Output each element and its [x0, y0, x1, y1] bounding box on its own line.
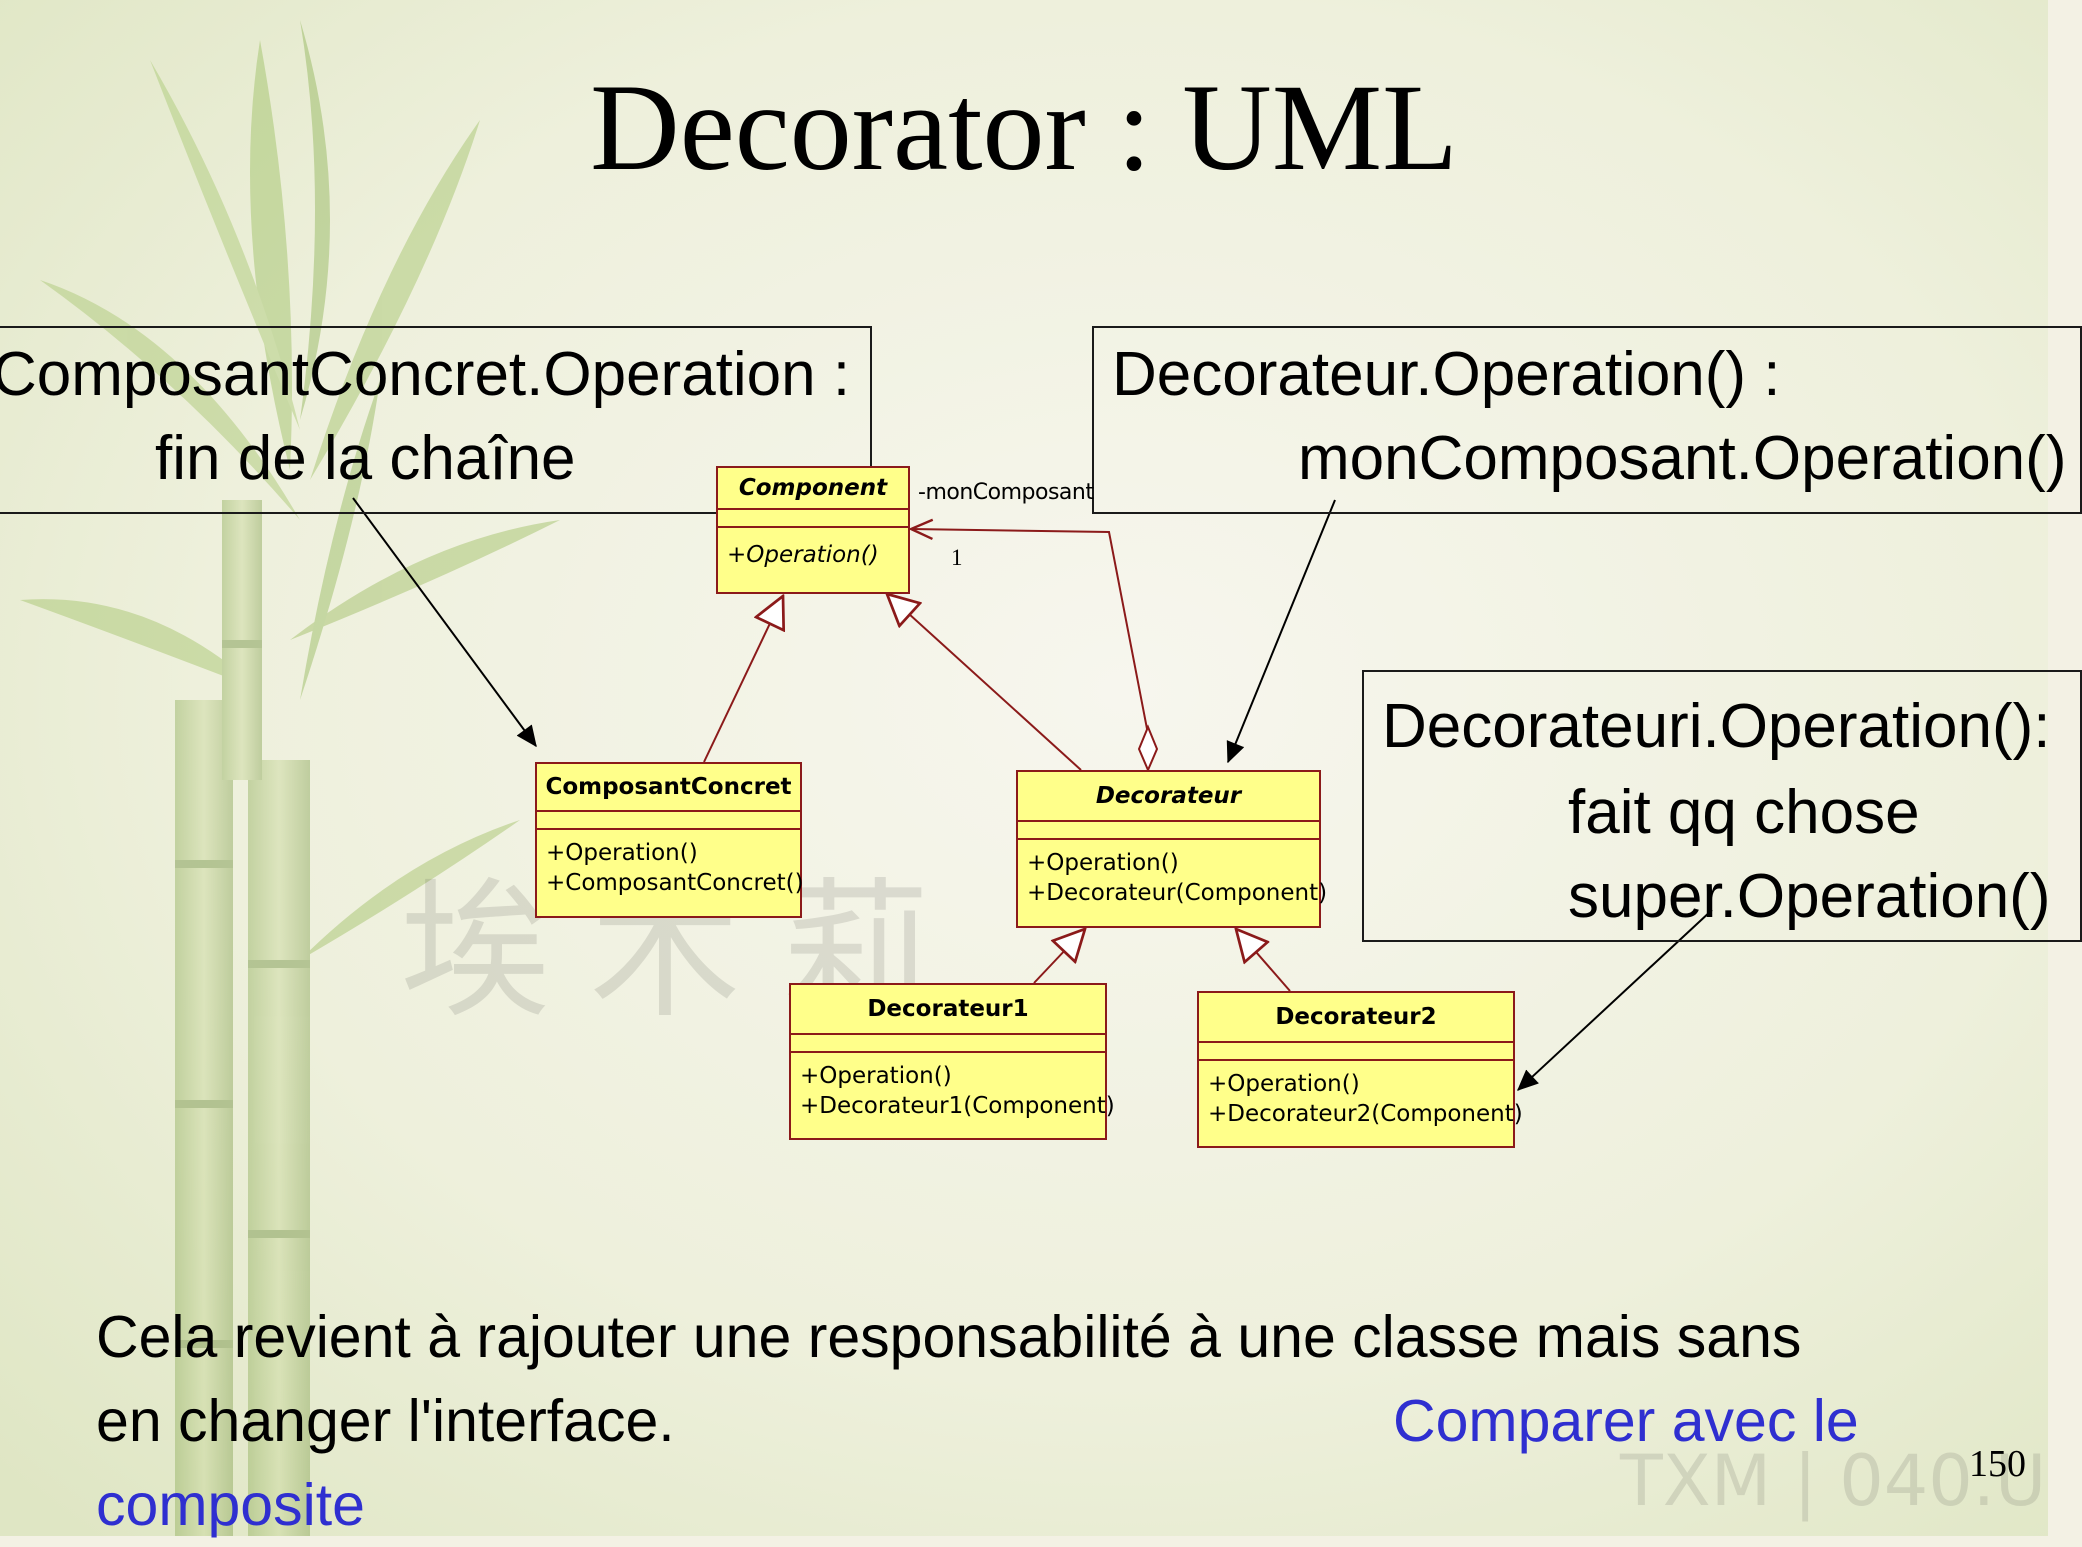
- class-composantconcret-name: ComposantConcret: [537, 764, 800, 812]
- class-decorateur2-name: Decorateur2: [1199, 993, 1513, 1043]
- class-decorateur2: Decorateur2 +Operation() +Decorateur2(Co…: [1197, 991, 1523, 1148]
- callout-right-mid-line2: fait qq chose: [1568, 778, 1920, 847]
- class-composantconcret: ComposantConcret +Operation() +Composant…: [535, 762, 804, 918]
- association-multiplicity-label: 1: [951, 545, 963, 570]
- class-decorateur-name: Decorateur: [1018, 772, 1319, 822]
- callout-right-top-line1: Decorateur.Operation() :: [1112, 340, 1781, 409]
- callout-right-mid-line1: Decorateuri.Operation():: [1382, 692, 2051, 761]
- class-decorateur2-attributes: [1199, 1043, 1513, 1061]
- class-decorateur1-attributes: [791, 1035, 1105, 1053]
- note-arrow-right-top: [1228, 499, 1336, 762]
- callout-decorateuri-note: Decorateuri.Operation(): fait qq chose s…: [1362, 670, 2082, 942]
- association-role-label: -monComposant: [918, 480, 1094, 505]
- class-decorateur2-op1: +Operation(): [1208, 1071, 1360, 1097]
- class-decorateur1-op1: +Operation(): [800, 1063, 952, 1089]
- class-composantconcret-op2: +ComposantConcret(): [546, 870, 804, 896]
- class-component: Component +Operation(): [716, 466, 910, 594]
- class-decorateur2-op2: +Decorateur2(Component): [1208, 1101, 1523, 1127]
- compare-composite-link-part2[interactable]: composite: [96, 1472, 365, 1538]
- callout-left-line2: fin de la chaîne: [155, 424, 576, 493]
- callout-decorateur-note: Decorateur.Operation() : monComposant.Op…: [1092, 326, 2082, 514]
- class-decorateur-attributes: [1018, 822, 1319, 840]
- class-decorateur-op1: +Operation(): [1027, 850, 1179, 876]
- inheritance-decorateur-component: [887, 594, 1082, 771]
- class-component-attributes: [718, 510, 908, 528]
- aggregation-diamond: [1137, 724, 1159, 773]
- bottom-line1: Cela revient à rajouter une responsabili…: [96, 1304, 1802, 1370]
- class-composantconcret-operations: +Operation() +ComposantConcret(): [537, 830, 804, 898]
- callout-right-top-line2: monComposant.Operation(): [1298, 424, 2067, 493]
- bottom-line2: en changer l'interface.: [96, 1388, 675, 1454]
- class-composantconcret-attributes: [537, 812, 800, 830]
- bottom-line2-row: en changer l'interface. Comparer avec le: [96, 1379, 1976, 1463]
- class-decorateur1-op2: +Decorateur1(Component): [800, 1093, 1115, 1119]
- callout-composantconcret-note: ComposantConcret.Operation : fin de la c…: [0, 326, 872, 514]
- page-number: 150: [1969, 1443, 2026, 1485]
- note-arrow-left: [352, 497, 537, 746]
- watermark-code: TXM | 040.U: [1620, 1440, 2047, 1522]
- background-bamboo-image: [0, 0, 2048, 1536]
- class-decorateur: Decorateur +Operation() +Decorateur(Comp…: [1016, 770, 1328, 928]
- aggregation-moncomposant: [911, 529, 1149, 735]
- slide-title: Decorator : UML: [590, 59, 1458, 196]
- class-decorateur1-name: Decorateur1: [791, 985, 1105, 1035]
- bottom-explanation: Cela revient à rajouter une responsabili…: [96, 1295, 1976, 1547]
- class-component-operations: +Operation(): [718, 528, 908, 570]
- callout-left-line1: ComposantConcret.Operation :: [0, 340, 851, 409]
- class-component-name: Component: [718, 468, 908, 510]
- callout-right-mid-line3: super.Operation(): [1568, 862, 2051, 931]
- inheritance-decorateur2-decorateur: [1236, 929, 1291, 992]
- class-decorateur1: Decorateur1 +Operation() +Decorateur1(Co…: [789, 983, 1115, 1140]
- class-decorateur-operations: +Operation() +Decorateur(Component): [1018, 840, 1328, 908]
- inheritance-composantconcret-component: [703, 596, 783, 763]
- compare-composite-link-part1[interactable]: Comparer avec le: [1393, 1388, 1859, 1454]
- class-decorateur1-operations: +Operation() +Decorateur1(Component): [791, 1053, 1115, 1121]
- class-component-op1: +Operation(): [727, 542, 879, 568]
- class-composantconcret-op1: +Operation(): [546, 840, 698, 866]
- class-decorateur2-operations: +Operation() +Decorateur2(Component): [1199, 1061, 1523, 1129]
- inheritance-decorateur1-decorateur: [1033, 929, 1085, 984]
- class-decorateur-op2: +Decorateur(Component): [1027, 880, 1328, 906]
